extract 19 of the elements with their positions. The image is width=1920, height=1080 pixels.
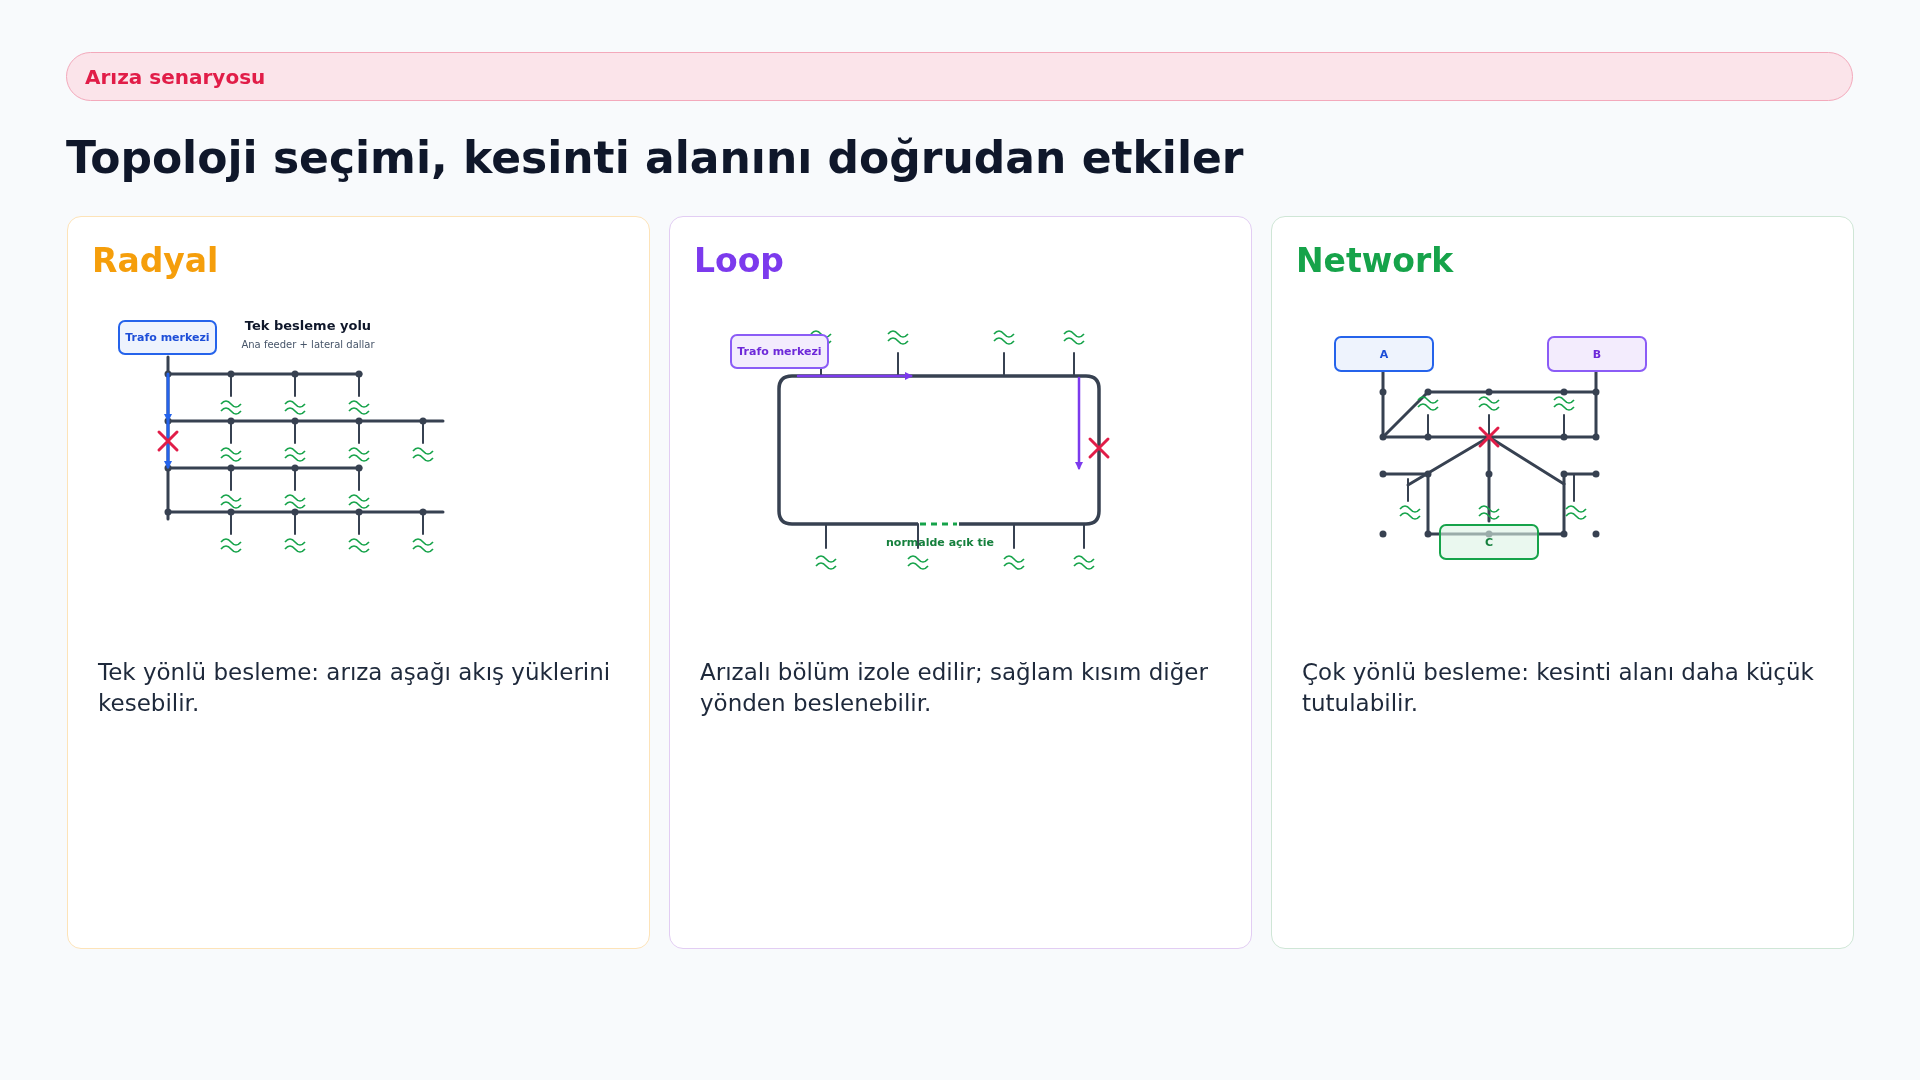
- topology-card: [67, 216, 650, 949]
- source-box: A: [1334, 336, 1434, 372]
- topology-card: [669, 216, 1252, 949]
- diagram-subtitle: Ana feeder + lateral dallar: [241, 339, 375, 350]
- page-title: Topoloji seçimi, kesinti alanını doğrudan etkiler: [66, 132, 1244, 183]
- banner-text: Arıza senaryosu: [85, 65, 266, 89]
- source-box: B: [1547, 336, 1647, 372]
- scenario-banner: [66, 52, 1853, 101]
- topology-card: [1271, 216, 1854, 949]
- substation-box: Trafo merkezi: [118, 320, 217, 355]
- card-description: Arızalı bölüm izole edilir; sağlam kısım diğer yönden beslenebilir.: [700, 658, 1209, 718]
- card-description: Tek yönlü besleme: arıza aşağı akış yüklerini kesebilir.: [98, 658, 612, 718]
- card-title: Loop: [694, 241, 784, 280]
- card-description: Çok yönlü besleme: kesinti alanı daha küçük tutulabilir.: [1302, 658, 1815, 718]
- card-title: Radyal: [92, 241, 219, 280]
- card-title: Network: [1296, 241, 1454, 280]
- source-box: C: [1439, 524, 1539, 560]
- substation-box: Trafo merkezi: [730, 334, 829, 369]
- diagram-heading: Tek besleme yolu: [244, 318, 372, 333]
